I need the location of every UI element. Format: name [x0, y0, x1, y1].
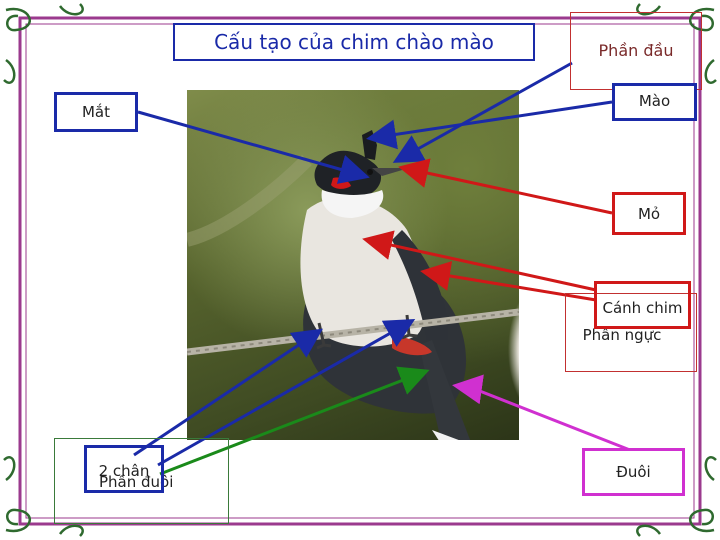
label-crest: Mào: [612, 83, 697, 121]
label-eye-text: Mắt: [82, 103, 110, 121]
label-legs-text: 2 chân: [99, 462, 150, 480]
label-head-part-text: Phần đầu: [599, 41, 674, 60]
label-tail-text: Đuôi: [616, 463, 650, 481]
label-beak: Mỏ: [612, 192, 686, 235]
label-beak-text: Mỏ: [638, 205, 660, 223]
label-eye: Mắt: [54, 92, 138, 132]
bird-photo: [187, 90, 519, 440]
label-wing: Cánh chim: [594, 281, 691, 329]
title-text: Cấu tạo của chim chào mào: [214, 30, 494, 54]
label-head-part: Phần đầu: [570, 12, 702, 90]
label-crest-text: Mào: [639, 92, 670, 110]
label-tail: Đuôi: [582, 448, 685, 496]
label-legs: 2 chân: [84, 445, 164, 493]
page-title: Cấu tạo của chim chào mào: [173, 23, 535, 61]
label-wing-text: Cánh chim: [603, 299, 683, 317]
bird-illustration: [187, 90, 519, 440]
